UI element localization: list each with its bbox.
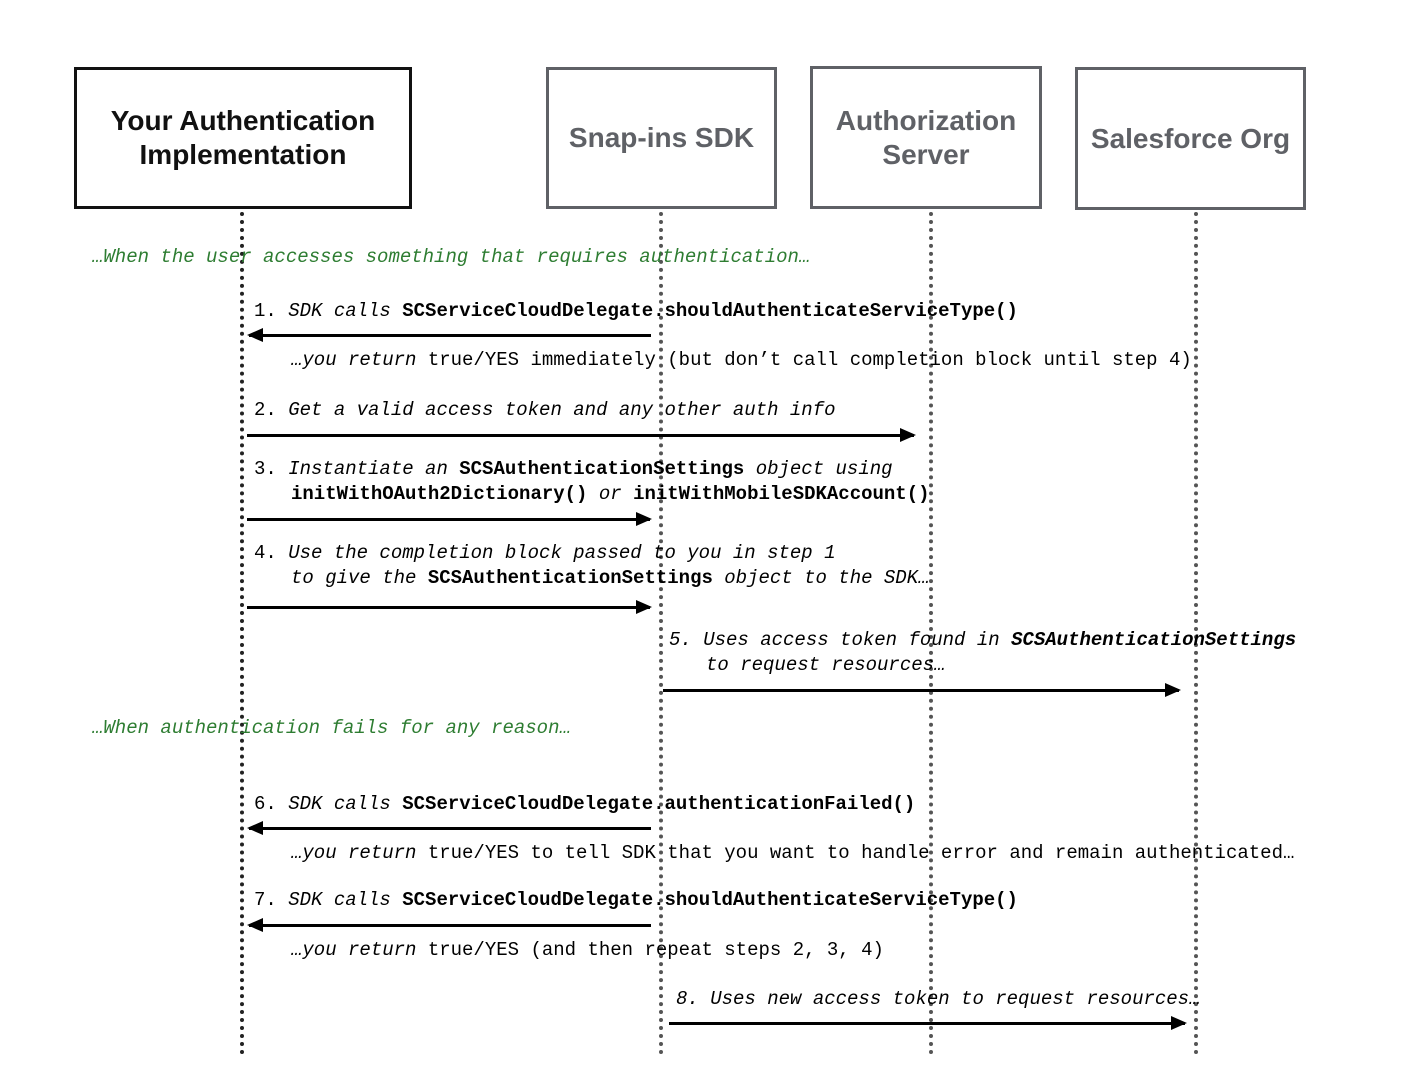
- step-3-label-line-2: initWithOAuth2Dictionary() or initWithMo…: [291, 482, 930, 507]
- class-name: SCSAuthenticationSettings: [1011, 629, 1297, 651]
- method-name: initWithMobileSDKAccount(): [633, 483, 930, 505]
- step-2-label: 2. Get a valid access token and any othe…: [254, 398, 836, 423]
- method-name: SCServiceCloudDelegate.shouldAuthenticat…: [402, 889, 1018, 911]
- step-6-label: 6. SDK calls SCServiceCloudDelegate.auth…: [254, 792, 915, 817]
- step-number: 5.: [669, 629, 704, 651]
- step-4-label-line-2: to give the SCSAuthenticationSettings ob…: [291, 566, 930, 591]
- response-6-label: …you return true/YES to tell SDK that yo…: [291, 841, 1294, 866]
- arrow-step-7: [247, 918, 651, 932]
- arrow-step-3: [247, 512, 652, 526]
- step-number: 1.: [254, 300, 289, 322]
- method-name: initWithOAuth2Dictionary(): [291, 483, 588, 505]
- method-name: SCServiceCloudDelegate.authenticationFai…: [402, 793, 916, 815]
- step-number: 7.: [254, 889, 289, 911]
- actor-label-line: Your Authentication: [110, 105, 376, 136]
- class-name: SCSAuthenticationSettings: [459, 458, 745, 480]
- response-1-label: …you return true/YES immediately (but do…: [291, 348, 1192, 373]
- step-text: object to the SDK…: [712, 567, 930, 589]
- step-7-label: 7. SDK calls SCServiceCloudDelegate.shou…: [254, 888, 1018, 913]
- actor-salesforce-org: Salesforce Org: [1075, 67, 1306, 210]
- step-text: SDK calls: [288, 300, 403, 322]
- response-intro: …you return: [291, 349, 428, 371]
- response-intro: …you return: [291, 939, 428, 961]
- step-3-label-line-1: 3. Instantiate an SCSAuthenticationSetti…: [254, 457, 893, 482]
- step-text: to give the: [291, 567, 428, 589]
- arrow-step-6: [247, 821, 651, 835]
- step-text: Get a valid access token and any other a…: [288, 399, 836, 421]
- section-label-authentication-fails: …When authentication fails for any reaso…: [92, 717, 571, 739]
- class-name: SCSAuthenticationSettings: [427, 567, 713, 589]
- step-5-label-line-1: 5. Uses access token found in SCSAuthent…: [669, 628, 1296, 653]
- lifeline-snap-ins-sdk: [659, 212, 663, 1055]
- response-text: true/YES immediately (but don’t call com…: [427, 349, 1192, 371]
- step-text: Use the completion block passed to you i…: [288, 542, 836, 564]
- actor-label-line: Implementation: [139, 139, 347, 170]
- step-text: SDK calls: [288, 793, 403, 815]
- response-intro: …you return: [291, 842, 428, 864]
- actor-authorization-server: Authorization Server: [810, 66, 1042, 209]
- step-number: 6.: [254, 793, 289, 815]
- lifeline-your-authentication-implementation: [240, 212, 244, 1055]
- arrow-step-1: [247, 328, 651, 342]
- response-7-label: …you return true/YES (and then repeat st…: [291, 938, 884, 963]
- actor-label-line: Snap-ins SDK: [568, 122, 755, 153]
- response-text: true/YES to tell SDK that you want to ha…: [427, 842, 1295, 864]
- step-text: SDK calls: [288, 889, 403, 911]
- actor-label-line: Server: [882, 138, 970, 170]
- actor-your-authentication-implementation: Your Authentication Implementation: [74, 67, 412, 209]
- response-text: true/YES (and then repeat steps 2, 3, 4): [427, 939, 884, 961]
- step-text: to request resources…: [706, 654, 946, 676]
- step-number: 3.: [254, 458, 289, 480]
- method-name: SCServiceCloudDelegate.shouldAuthenticat…: [402, 300, 1018, 322]
- actor-snap-ins-sdk: Snap-ins SDK: [546, 67, 777, 209]
- step-number: 2.: [254, 399, 289, 421]
- actor-label-line: Authorization: [835, 104, 1017, 136]
- step-text: Uses access token found in: [703, 629, 1012, 651]
- step-text: or: [587, 483, 634, 505]
- lifeline-salesforce-org: [1194, 212, 1198, 1055]
- arrow-step-8: [669, 1016, 1187, 1030]
- arrow-step-4: [247, 600, 652, 614]
- step-number: 4.: [254, 542, 289, 564]
- arrow-step-5: [663, 683, 1181, 697]
- section-label-authentication-required: …When the user accesses something that r…: [92, 246, 811, 268]
- step-4-label-line-1: 4. Use the completion block passed to yo…: [254, 541, 836, 566]
- actor-label-line: Salesforce Org: [1090, 122, 1291, 154]
- arrow-step-2: [247, 428, 916, 442]
- step-8-label: 8. Uses new access token to request reso…: [676, 988, 1201, 1010]
- step-1-label: 1. SDK calls SCServiceCloudDelegate.shou…: [254, 299, 1018, 324]
- step-text: object using: [744, 458, 893, 480]
- lifeline-authorization-server: [929, 212, 933, 1055]
- step-5-label-line-2: to request resources…: [706, 653, 945, 678]
- step-text: Instantiate an: [288, 458, 460, 480]
